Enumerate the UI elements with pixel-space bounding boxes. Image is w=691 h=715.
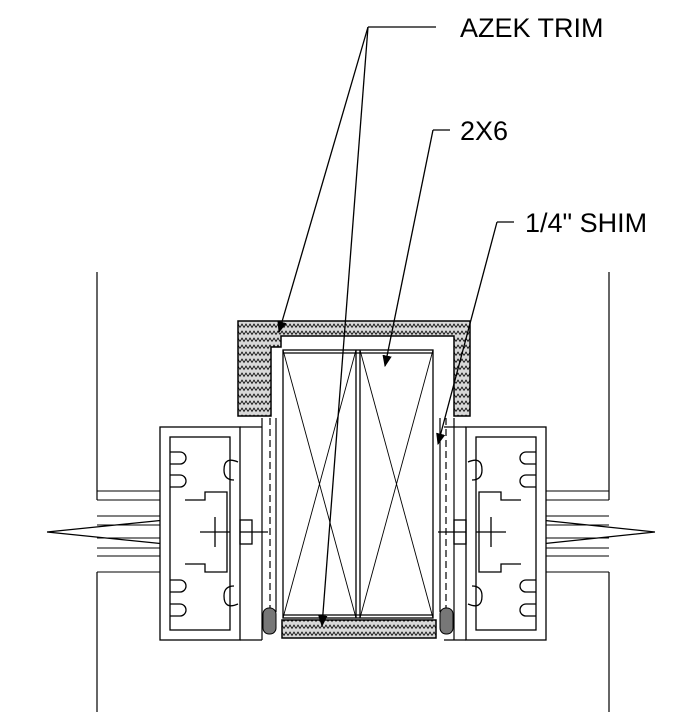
left-aluminum-frame bbox=[159, 426, 268, 641]
callout-azek-trim: AZEK TRIM bbox=[460, 13, 604, 43]
shims bbox=[261, 418, 455, 640]
right-aluminum-frame bbox=[438, 426, 547, 641]
two-by-six-framing bbox=[282, 349, 434, 619]
sealant-beads bbox=[262, 607, 454, 635]
wall-lines bbox=[96, 272, 610, 712]
callout-shim: 1/4" SHIM bbox=[525, 208, 647, 238]
leader-lines bbox=[277, 26, 514, 628]
callout-2x6: 2X6 bbox=[460, 116, 508, 146]
